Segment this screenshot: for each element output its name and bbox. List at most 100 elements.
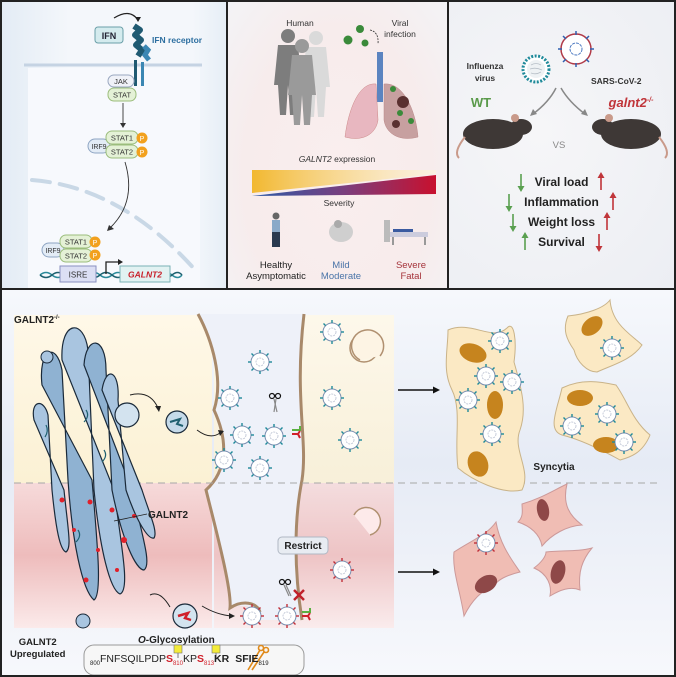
category-line1: Severe xyxy=(395,260,427,271)
lungs-icon xyxy=(344,52,419,139)
category-healthy: Healthy Asymptomatic xyxy=(236,260,316,282)
arrowhead xyxy=(155,406,161,412)
outcome-inflammation: Inflammation xyxy=(524,195,599,209)
ifn-receptor-chain1 xyxy=(132,23,145,58)
translocation-arrow xyxy=(109,161,130,229)
severity-label: Severity xyxy=(324,198,355,208)
receptor-tm1 xyxy=(134,60,137,86)
activation-arrowhead xyxy=(120,123,126,128)
human-label: Human xyxy=(286,18,314,28)
binding-arrowhead xyxy=(135,17,141,22)
outcome-weight-loss: Weight loss xyxy=(527,215,596,229)
stat1-label: STAT1 xyxy=(65,238,87,247)
vesicle xyxy=(40,350,54,364)
sars-cov-2-label: SARS-CoV-2 xyxy=(591,76,642,86)
receptor-tm2 xyxy=(141,62,144,86)
scissors-icon xyxy=(268,392,282,413)
virus-particle-restricted xyxy=(239,603,265,629)
human-severity-panel: Human Viral infection GALNT2 expression … xyxy=(226,0,449,290)
stat-label: STAT xyxy=(113,91,131,100)
stat2-label: STAT2 xyxy=(111,148,133,157)
virus-particle-restricted xyxy=(274,603,300,629)
syncytia-label: Syncytia xyxy=(533,462,575,473)
outcome-arrows xyxy=(505,172,617,252)
restricted-cell xyxy=(453,520,521,618)
wt-label: WT xyxy=(471,95,491,110)
nuclear-envelope xyxy=(30,178,199,274)
ifn-signaling-diagram: IFN IFN receptor JAK STAT IRF9 STAT1 STA… xyxy=(24,12,203,288)
galnt2-gene-label: GALNT2 xyxy=(128,270,162,280)
glycosite-s813: S xyxy=(197,653,205,665)
phospho-circle xyxy=(89,236,101,248)
category-severe: Severe Fatal xyxy=(376,260,446,282)
translocation-arrowhead xyxy=(107,225,114,231)
syncytium-cell-small xyxy=(564,298,643,373)
severity-gradient-bar xyxy=(252,175,436,196)
wt-up-arrowhead-icon xyxy=(521,232,529,238)
glycosite-number: 813 xyxy=(204,661,215,668)
arrow-to-wt xyxy=(532,87,557,115)
stat-pill xyxy=(107,87,137,102)
arrowhead xyxy=(218,430,224,436)
hospital-bed-icon xyxy=(384,220,428,245)
arrowhead xyxy=(433,568,440,576)
category-mild: Mild Moderate xyxy=(306,260,376,282)
binding-arrow xyxy=(113,12,139,21)
trafficking-arrow xyxy=(149,593,171,608)
ifn-signaling-panel: IFN IFN receptor JAK STAT IRF9 STAT1 STA… xyxy=(0,0,228,290)
influenza-label: Influenza xyxy=(467,61,504,71)
viral-label: Viral xyxy=(392,18,409,28)
restrict-x-icon xyxy=(293,589,305,601)
phospho-circle xyxy=(89,249,101,261)
irf9-label: IRF9 xyxy=(45,248,60,255)
human-silhouettes-icon xyxy=(274,29,330,125)
vs-label: VS xyxy=(553,140,566,151)
empty-vesicle-bottom xyxy=(353,506,382,536)
arrowhead xyxy=(229,613,235,619)
left-cell-membrane xyxy=(196,313,262,613)
galnt2-leader-line xyxy=(113,513,148,522)
human-severity-diagram: Human Viral infection GALNT2 expression … xyxy=(252,18,436,247)
virus-particle-restricted xyxy=(329,557,355,583)
stat1-label: STAT1 xyxy=(111,134,133,143)
healthy-person-icon xyxy=(272,212,280,247)
ko-mouse-icon xyxy=(592,114,668,159)
expression-label: GALNT2 expression xyxy=(299,154,376,164)
arrowhead xyxy=(433,386,440,394)
vesicle xyxy=(75,613,91,629)
sequence-segment: KP xyxy=(182,653,197,665)
ifn-receptor-label: IFN receptor xyxy=(152,35,203,45)
furin-site-segment: KR xyxy=(214,653,230,665)
isre-label: ISRE xyxy=(69,271,88,280)
syncytium-cell-large xyxy=(445,325,526,492)
jak-pill xyxy=(107,74,135,88)
expression-gradient-bar xyxy=(252,170,436,193)
upregulated-label-line2: Upregulated xyxy=(10,649,66,660)
right-cell-membrane xyxy=(294,313,306,621)
sars-cov-2-icon xyxy=(558,31,594,67)
phospho-label: P xyxy=(93,240,98,247)
scissors-icon xyxy=(278,578,292,597)
trafficking-arrow xyxy=(196,429,221,437)
outcome-list: Viral load Inflammation Weight loss Surv… xyxy=(449,172,674,252)
restrict-badge xyxy=(277,536,329,555)
jak-label: JAK xyxy=(114,77,128,86)
arrow-to-ko xyxy=(560,87,586,115)
o-glycosylation-label: O-Glycosylation xyxy=(138,635,215,646)
receptor-icon xyxy=(302,608,311,621)
wt-down-arrowhead-icon xyxy=(509,226,517,232)
glycosite-s810: S xyxy=(165,653,173,665)
sequence-segment: FNFSQILPDP xyxy=(100,653,166,665)
mouse-model-panel: Influenza virus SARS-CoV-2 WT galnt2-/- xyxy=(447,0,676,290)
category-line2: Fatal xyxy=(400,271,422,282)
category-line1: Healthy xyxy=(259,260,293,271)
restricted-cell xyxy=(517,483,584,548)
glycosite-number: 810 xyxy=(172,661,183,668)
wt-down-arrowhead-icon xyxy=(505,206,513,212)
infection-arrow xyxy=(369,29,379,45)
ko-up-arrowhead-icon xyxy=(603,212,611,218)
restrict-label: Restrict xyxy=(284,541,322,552)
golgi-apparatus-icon xyxy=(32,327,156,601)
transport-vesicle xyxy=(165,410,189,434)
